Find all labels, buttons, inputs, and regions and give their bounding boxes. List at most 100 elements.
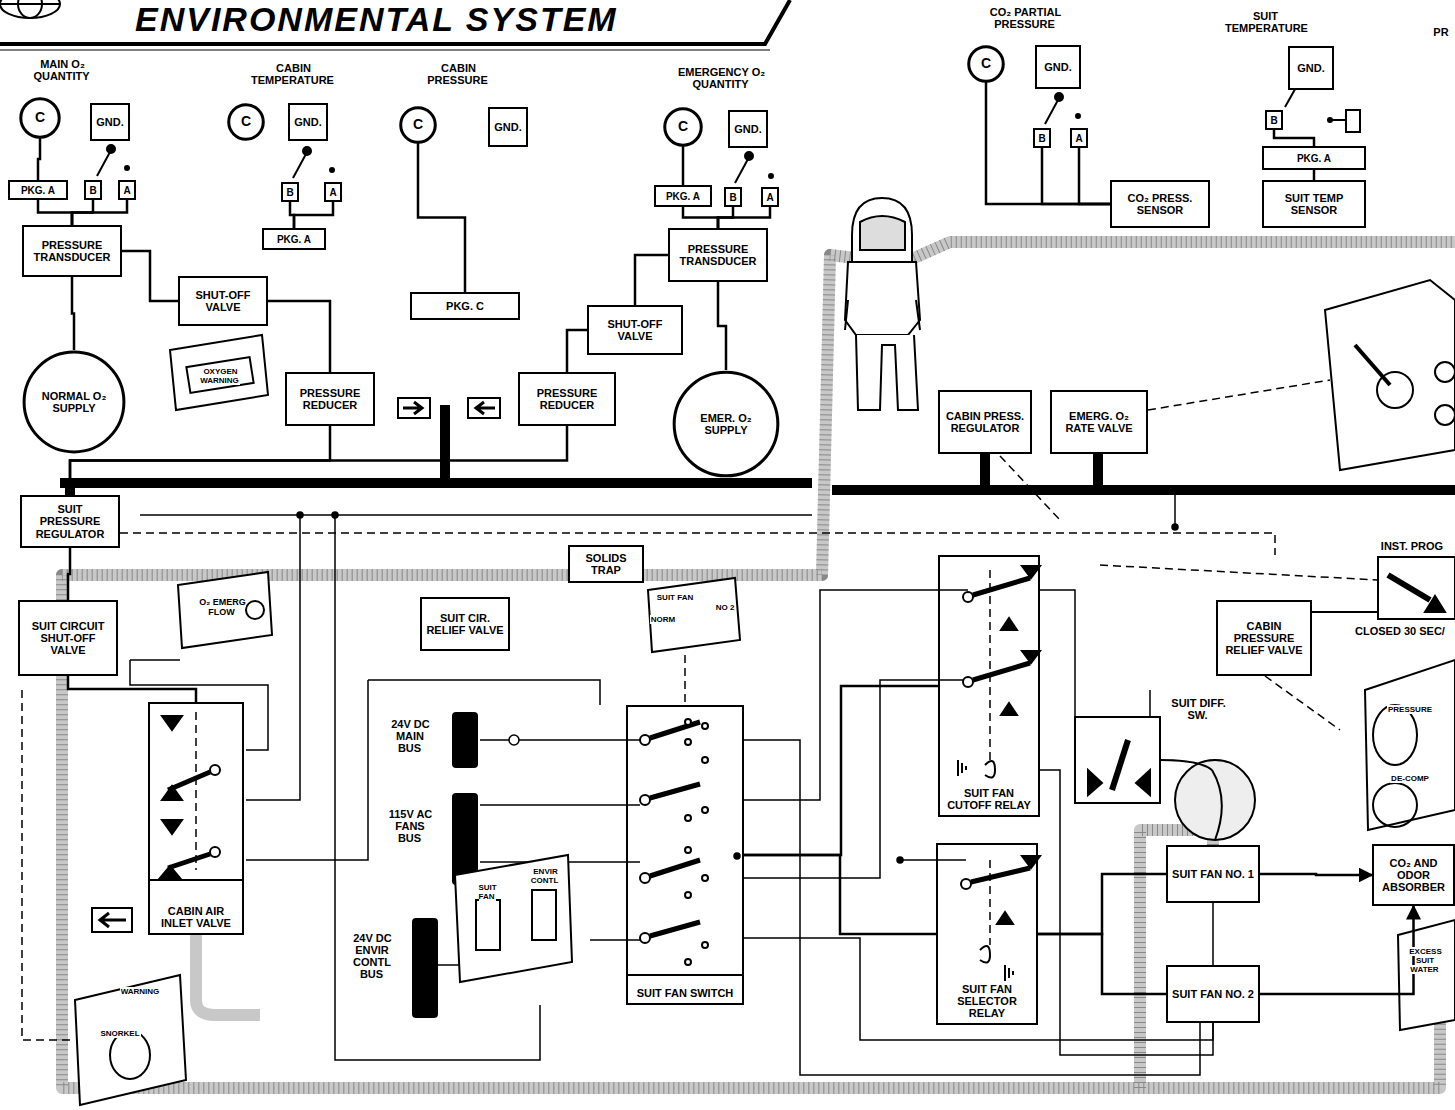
switch-contacts bbox=[685, 959, 691, 965]
switch-contacts bbox=[702, 723, 708, 729]
node-text: SUIT FAN CUTOFF RELAY bbox=[944, 787, 1034, 811]
circle-outline bbox=[401, 108, 436, 143]
oxygen-manifold bbox=[980, 454, 990, 490]
control-panel bbox=[476, 900, 500, 950]
wiring bbox=[332, 512, 338, 518]
gauge-switch bbox=[97, 152, 110, 176]
connector bbox=[635, 255, 668, 305]
relay-contacts bbox=[210, 847, 220, 857]
component-box: SOLIDS TRAP bbox=[568, 545, 644, 583]
circle-outline bbox=[674, 372, 778, 476]
gauge-switch bbox=[330, 168, 334, 172]
wiring bbox=[297, 512, 303, 518]
label-box: SUIT FAN bbox=[472, 884, 502, 902]
switch-contacts bbox=[650, 860, 700, 876]
node-text: SHUT-OFF VALVE bbox=[184, 289, 262, 313]
label-text: 24V DC MAIN BUS bbox=[390, 718, 430, 754]
node-text: SUIT PRESSURE REGULATOR bbox=[26, 503, 114, 539]
circle-outline bbox=[24, 352, 124, 452]
globe-icon bbox=[0, 3, 60, 5]
circle-outline bbox=[665, 109, 701, 145]
node-text: SUIT CIR. RELIEF VALVE bbox=[426, 612, 504, 636]
component-box: PRESSURE REDUCER bbox=[518, 372, 616, 426]
label-text: NORM bbox=[650, 615, 676, 624]
gauge-circle: C bbox=[400, 107, 436, 143]
connector bbox=[1038, 934, 1166, 994]
node-text: PKG. A bbox=[666, 191, 700, 202]
astronaut-figure bbox=[852, 198, 912, 262]
node-text: PKG. A bbox=[21, 185, 55, 196]
terminal-box: B bbox=[281, 182, 299, 202]
node-text: GND. bbox=[494, 121, 522, 133]
relay-contacts bbox=[997, 912, 1013, 924]
switch-contacts bbox=[685, 719, 691, 725]
component-box: SUIT FAN NO. 2 bbox=[1166, 965, 1260, 1023]
node-text: CO₂ PRESS. SENSOR bbox=[1116, 192, 1204, 216]
wiring bbox=[1040, 590, 1075, 735]
component-box: GND. bbox=[288, 103, 328, 141]
relay-contacts bbox=[210, 765, 220, 775]
relay-contacts bbox=[150, 566, 1040, 981]
component-box: SUIT FAN NO. 1 bbox=[1166, 845, 1260, 903]
suit-diff-switch bbox=[1075, 717, 1160, 803]
switch-contacts bbox=[702, 942, 708, 948]
component-box: PRESSURE REDUCER bbox=[285, 372, 375, 426]
switch-contacts bbox=[650, 722, 700, 738]
label-box: CABIN PRESSURE bbox=[423, 62, 493, 86]
gauge-switch bbox=[1332, 119, 1346, 121]
component-box: GND. bbox=[1035, 45, 1081, 89]
label-box: CABIN TEMPERATURE bbox=[245, 62, 341, 86]
label-box: O₂ EMERG FLOW bbox=[197, 598, 247, 618]
node-text: C bbox=[241, 114, 251, 129]
switch-contacts bbox=[702, 875, 708, 881]
gauge-switch bbox=[745, 152, 753, 160]
relay-contacts bbox=[1001, 618, 1017, 630]
terminal-box: A bbox=[1070, 128, 1088, 148]
label-text: ENVIR CONTL bbox=[531, 867, 560, 885]
component-box: GND. bbox=[728, 110, 768, 148]
label-box: SUIT TEMPERATURE bbox=[1225, 10, 1305, 34]
label-box: 24V DC ENVIR CONTL BUS bbox=[341, 932, 403, 980]
node-text: SUIT CIRCUIT SHUT-OFF VALVE bbox=[24, 620, 112, 656]
wiring bbox=[734, 853, 740, 859]
connector bbox=[682, 146, 685, 185]
label-text: O₂ EMERG FLOW bbox=[198, 597, 246, 617]
relay-contacts bbox=[162, 786, 182, 800]
control-panel bbox=[1435, 362, 1455, 382]
control-panel bbox=[1365, 660, 1455, 830]
label-text: SUIT FAN bbox=[477, 883, 496, 901]
relay-contacts bbox=[971, 868, 1030, 882]
relay-box: CABIN AIR INLET VALVE bbox=[148, 702, 244, 935]
component-box: SUIT CIR. RELIEF VALVE bbox=[420, 597, 510, 651]
connector bbox=[1274, 130, 1314, 146]
bus-bar bbox=[452, 712, 478, 768]
label-text: 24V DC ENVIR CONTL BUS bbox=[352, 932, 392, 980]
node-text: SUIT FAN SWITCH bbox=[635, 987, 736, 999]
control-panel bbox=[186, 357, 253, 393]
label-box: WARNING bbox=[118, 988, 162, 997]
label-box: CLOSED 30 SEC/ bbox=[1350, 625, 1450, 637]
node-text: B bbox=[89, 185, 96, 196]
terminal-box: B bbox=[1265, 110, 1283, 130]
wiring bbox=[246, 680, 368, 860]
label-text: CO₂ PARTIAL PRESSURE bbox=[989, 6, 1061, 30]
control-panel bbox=[75, 975, 186, 1105]
node-text: EMERG. O₂ RATE VALVE bbox=[1056, 410, 1142, 434]
connector bbox=[683, 207, 718, 228]
component-box: SHUT-OFF VALVE bbox=[178, 276, 268, 326]
circle-outline bbox=[229, 105, 264, 140]
relay-contacts bbox=[162, 820, 182, 834]
timer-box bbox=[1312, 557, 1455, 619]
control-panel bbox=[1398, 920, 1455, 1030]
connector bbox=[744, 855, 936, 934]
relay-contacts bbox=[168, 854, 210, 868]
connector bbox=[1038, 874, 1166, 934]
label-box: 115V AC FANS BUS bbox=[382, 808, 438, 844]
control-panel bbox=[170, 335, 268, 410]
gauge-switch bbox=[735, 159, 748, 183]
label-box: SNORKEL bbox=[98, 1030, 142, 1039]
connector bbox=[38, 138, 40, 180]
gauge-circle: C bbox=[968, 46, 1004, 82]
oxygen-manifold bbox=[832, 485, 1455, 495]
